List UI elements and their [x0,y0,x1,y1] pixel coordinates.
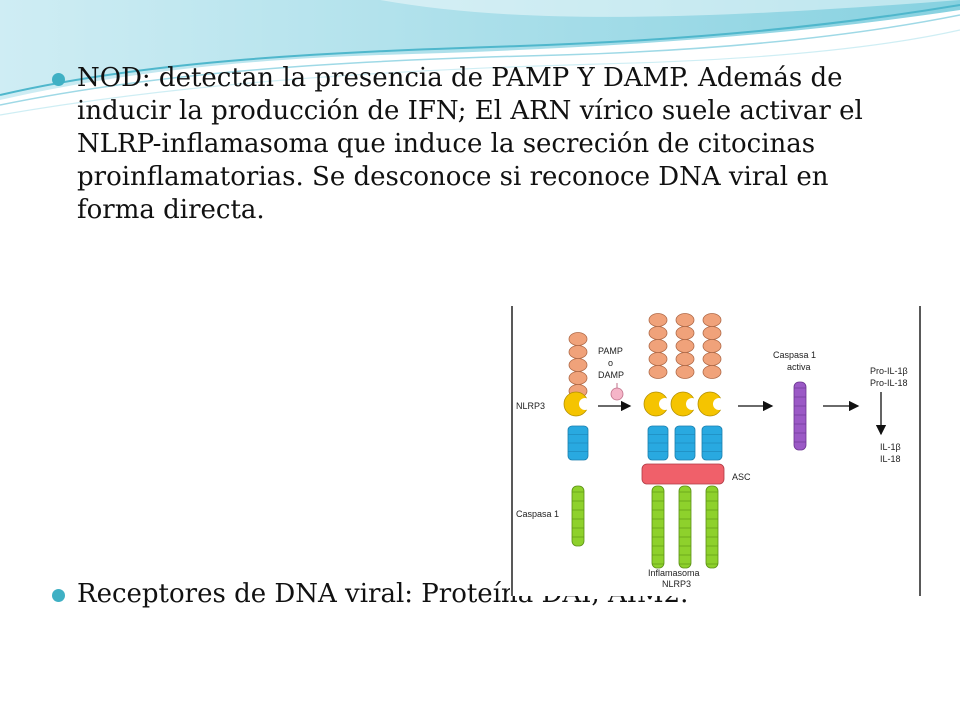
lrr-domain [702,352,722,366]
inflammasome-caspase-1 [678,485,692,569]
label-caspasa1-activa-1: Caspasa 1 [773,350,816,360]
inflammasome-caspase-1 [651,485,665,569]
nacht-notch [579,398,591,410]
label-caspasa1-activa-2: activa [787,362,811,372]
lrr-domain [568,358,588,372]
lrr-domain [568,332,588,346]
lrr-domain [675,313,695,327]
lrr-domain [648,339,668,353]
label-nlrp3: NLRP3 [516,401,545,411]
lrr-domain [648,326,668,340]
label-pro-il18: Pro-IL-18 [870,378,908,388]
label-pamp: PAMP [598,346,623,356]
nacht-notch [659,398,671,410]
label-il18: IL-18 [880,454,901,464]
lrr-domain [568,371,588,385]
label-inflamasoma-2: NLRP3 [662,579,691,589]
bullet-dot [52,589,65,602]
bullet-text-nod: NOD: detectan la presencia de PAMP Y DAM… [77,63,863,225]
active-caspase-1 [793,381,807,451]
nacht-notch [713,398,725,410]
lrr-domain [702,365,722,379]
lrr-domain [702,326,722,340]
lrr-domain [675,365,695,379]
nacht-notch [686,398,698,410]
asc-bar [641,463,725,485]
lrr-domain [702,339,722,353]
diagram-shapes [563,313,887,569]
label-pro-il1b: Pro-IL-1β [870,366,908,376]
label-o: o [608,358,613,368]
label-il1b: IL-1β [880,442,901,452]
lrr-domain [648,365,668,379]
lrr-domain [675,326,695,340]
label-caspasa1: Caspasa 1 [516,509,559,519]
inflammasome-diagram: NLRP3 PAMP o DAMP Caspasa 1 Caspasa 1 ac… [510,306,922,596]
lrr-domain [568,345,588,359]
inflammasome-caspase-1 [705,485,719,569]
lrr-domain [648,352,668,366]
lrr-domain [702,313,722,327]
pamp-damp-particle [610,387,624,401]
header-swoosh [0,0,960,116]
lrr-domain [675,339,695,353]
bullet-dot [52,73,65,86]
lrr-domain [675,352,695,366]
bullet-nod: NOD: detectan la presencia de PAMP Y DAM… [52,62,892,227]
lrr-domain [648,313,668,327]
label-asc: ASC [732,472,751,482]
label-inflamasoma-1: Inflamasoma [648,568,700,578]
label-damp: DAMP [598,370,624,380]
